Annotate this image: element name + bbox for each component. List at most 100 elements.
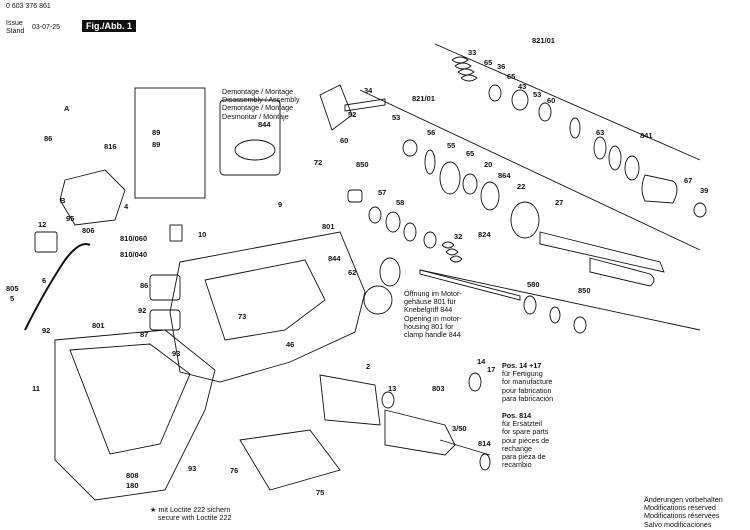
callout: 180: [126, 481, 139, 490]
callout: 17: [487, 365, 496, 374]
callout: 60: [547, 96, 556, 105]
gear-part: [510, 201, 540, 239]
spring-part: [451, 56, 478, 82]
bearing-part: [439, 161, 461, 195]
callout: 89: [152, 140, 161, 149]
callout: 4: [124, 202, 129, 211]
callout: 53: [533, 90, 542, 99]
callout: 580: [527, 280, 540, 289]
callout: 62: [348, 268, 357, 277]
callout: 810/040: [120, 250, 148, 259]
ring-part: [624, 155, 640, 181]
part-number: 0 603 376 861: [6, 3, 51, 10]
callout: 87: [140, 330, 149, 339]
callout: 821/01: [412, 94, 435, 103]
callout: 32: [454, 232, 463, 241]
callout: 20: [484, 160, 493, 169]
marker: A: [64, 104, 70, 113]
callout: 12: [38, 220, 47, 229]
callout: 814: [478, 439, 491, 448]
gear-housing-part: [169, 231, 366, 383]
issue-label: Issue: [6, 20, 23, 27]
callout: 13: [388, 384, 397, 393]
gasket-part: [239, 429, 341, 491]
callout: 6: [42, 276, 47, 285]
callout: 67: [684, 176, 693, 185]
callout: 805: [6, 284, 19, 293]
callout: 92: [42, 326, 51, 335]
ring-part: [593, 136, 607, 160]
armature-part: [384, 409, 456, 456]
callout: 63: [596, 128, 605, 137]
callout: 46: [286, 340, 295, 349]
spring-part: [441, 241, 463, 263]
callout: 36: [497, 62, 506, 71]
pos814-note: Pos. 814 für Ersatzteil for spare parts …: [502, 411, 550, 470]
callout: 841: [640, 131, 653, 140]
shaft-part: [419, 269, 521, 301]
modifications-note: Änderungen vorbehalten Modifications res…: [644, 495, 723, 529]
callout: 806: [82, 226, 95, 235]
callout: 65: [507, 72, 516, 81]
clamp-knob-part: [379, 257, 401, 287]
chuck-cap-part: [693, 202, 707, 218]
callout: 58: [396, 198, 405, 207]
leader-spindle: [419, 269, 701, 331]
callout: 850: [356, 160, 369, 169]
switch-part: [59, 169, 126, 226]
callout: 801: [92, 321, 105, 330]
callout: 808: [126, 471, 139, 480]
demontage-note: Demontage / Montage Disassembly / Assemb…: [222, 87, 300, 121]
callout: 864: [498, 171, 511, 180]
chuck-part: [641, 174, 678, 204]
leader-upper-assembly: [434, 43, 701, 161]
callout: 93: [172, 349, 181, 358]
cable-part: [24, 243, 91, 331]
stand-label: Stand: [6, 28, 25, 35]
callout: 57: [378, 188, 387, 197]
callout: 9: [278, 200, 283, 209]
callout: 65: [484, 58, 493, 67]
callout: 2: [366, 362, 371, 371]
callout: 95: [66, 214, 75, 223]
pos14-note: Pos. 14 +17 für Fertigung for manufactur…: [502, 361, 554, 403]
callout: 86: [140, 281, 149, 290]
callout: 34: [364, 86, 373, 95]
callout: 86: [44, 134, 53, 143]
callout: 844: [328, 254, 341, 263]
callout: 76: [230, 466, 239, 475]
callout: 14: [477, 357, 486, 366]
callout: 844: [258, 120, 271, 129]
motor-housing-part: [54, 329, 216, 501]
callout: 65: [466, 149, 475, 158]
ring-part: [488, 84, 502, 102]
callout: 93: [188, 464, 197, 473]
callout: 10: [198, 230, 207, 239]
callout: 43: [518, 82, 527, 91]
callout: 55: [447, 141, 456, 150]
callout: 53: [392, 113, 401, 122]
callout: 72: [314, 158, 323, 167]
leader-mid-assembly: [359, 89, 701, 251]
callout: 821/01: [532, 36, 555, 45]
callout: 803: [432, 384, 445, 393]
issue-date: 03-07-25: [32, 24, 61, 31]
callout: B: [60, 196, 66, 205]
callout: 60: [340, 136, 349, 145]
callout: 22: [517, 182, 526, 191]
callout: 89: [152, 128, 161, 137]
figure-tag: Fig./Abb. 1: [82, 20, 136, 32]
callout: 75: [316, 488, 325, 497]
callout: 824: [478, 230, 491, 239]
callout: 816: [104, 142, 117, 151]
ring-part: [538, 102, 552, 122]
callout: 850: [578, 286, 591, 295]
callout: 33: [468, 48, 477, 57]
callout: 56: [427, 128, 436, 137]
ring-part: [608, 145, 622, 171]
callout: 27: [555, 198, 564, 207]
callout: 92: [138, 306, 147, 315]
opening-note: Öffnung im Motor- gehäuse 801 für Knebel…: [404, 289, 462, 340]
callout: 5: [10, 294, 15, 303]
